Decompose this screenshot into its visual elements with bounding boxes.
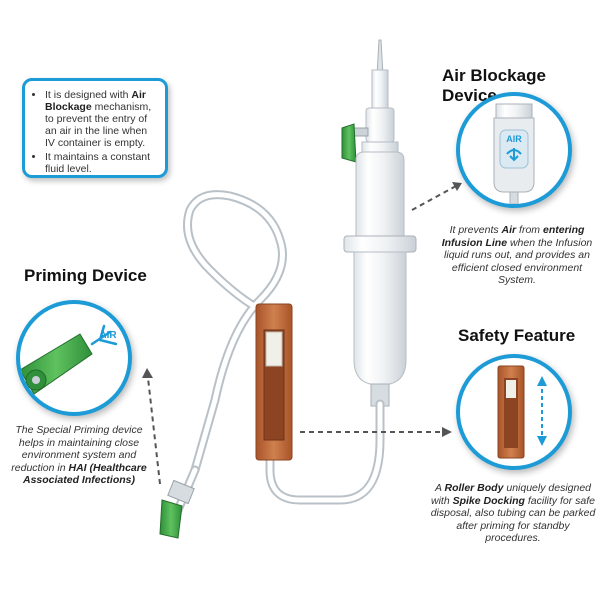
priming-caption: The Special Priming device helps in main… [4, 424, 154, 487]
caption-text: when the Infusion liquid runs out, and p… [444, 236, 593, 287]
safety-heading: Safety Feature [458, 326, 576, 345]
arrow-head [142, 368, 153, 378]
air-blockage-circle: AIR [456, 92, 572, 208]
tubing [173, 190, 385, 515]
air-blockage-caption: It prevents Air from entering Infusion L… [436, 224, 598, 287]
spike [365, 39, 395, 143]
drip-chamber [343, 141, 417, 407]
info-text: mechanism, to prevent the entry of an ai… [45, 101, 152, 149]
caption-bold: entering Infusion Line [441, 224, 585, 249]
info-bullet: It maintains a constant fluid level. [45, 151, 157, 175]
info-bullet: It is designed with Air Blockage mechani… [45, 89, 157, 149]
air-badge: AIR [99, 330, 117, 341]
info-box: It is designed with Air Blockage mechani… [22, 78, 168, 178]
connector-lines [147, 185, 457, 485]
caption-text: It prevents [449, 224, 502, 236]
info-bold: Air Blockage [45, 89, 146, 113]
priming-heading: Priming Device [24, 266, 147, 285]
air-badge: AIR [506, 134, 522, 144]
roller-clamp [255, 303, 293, 461]
caption-bold: HAI (Healthcare Associated Infections) [22, 461, 147, 487]
roller-body-icon [497, 365, 547, 459]
caption-bold: Spike Docking [452, 494, 525, 507]
caption-text: from [516, 224, 543, 236]
priming-circle: AIR [16, 300, 132, 416]
safety-caption: A Roller Body uniquely designed with Spi… [428, 482, 598, 545]
luer-connector [159, 479, 195, 539]
safety-circle [456, 354, 572, 470]
arrow-head [452, 182, 462, 191]
arrow-head [442, 427, 452, 437]
caption-bold: Roller Body [444, 482, 504, 494]
caption-text: uniquely designed with [431, 482, 592, 507]
caption-text: A [434, 482, 445, 494]
air-blockage-device-icon: AIR [493, 103, 535, 204]
caption-text: facility for safe disposal, also tubing … [430, 494, 596, 545]
priming-device-icon: AIR [20, 324, 117, 395]
caption-bold: Air [501, 224, 517, 236]
info-text: It is designed with [45, 89, 132, 101]
caption-text: The Special Priming device helps in main… [11, 424, 143, 474]
